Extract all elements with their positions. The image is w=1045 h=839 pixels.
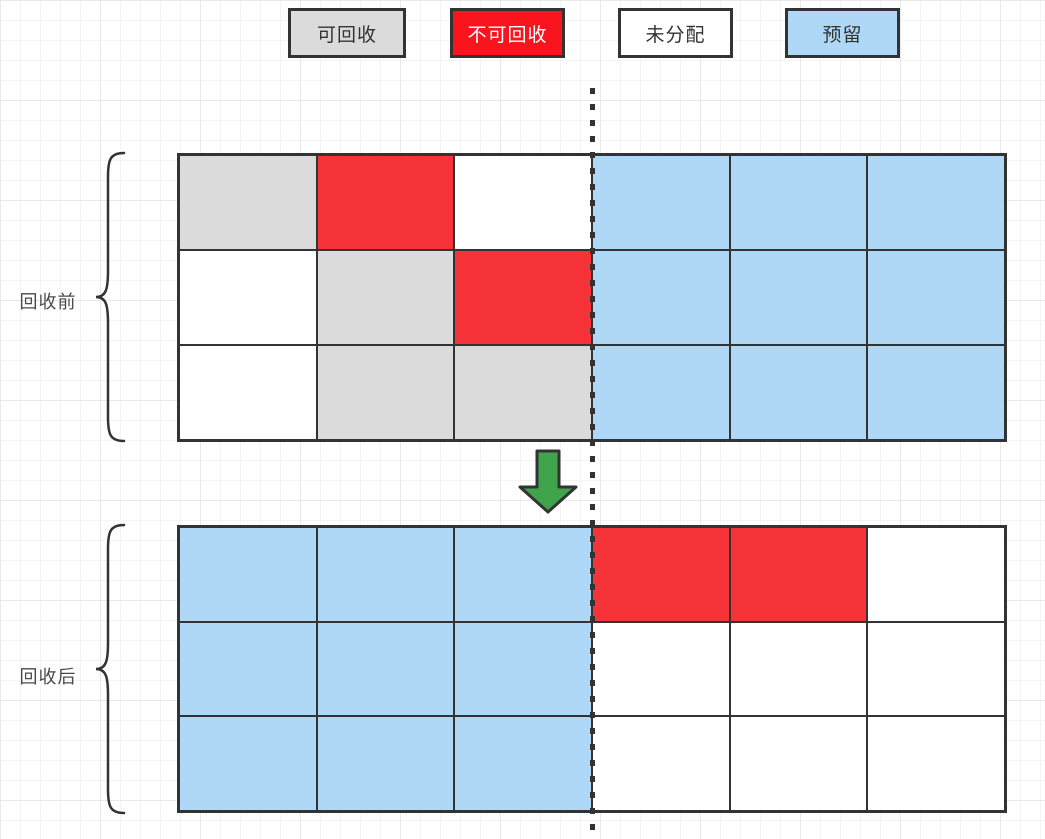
grid-cell-before-r1-c6-reserved [867, 155, 1005, 250]
grid-cell-before-r2-c6-reserved [867, 250, 1005, 345]
reserved-boundary-dashed-line [590, 88, 595, 832]
grid-cell-after-r3-c1-reserved [179, 716, 317, 811]
grid-cell-before-r1-c4-reserved [592, 155, 730, 250]
grid-cell-after-r1-c3-reserved [454, 527, 592, 622]
grid-cell-before-r2-c3-non_recyclable [454, 250, 592, 345]
down-arrow-shape [518, 449, 578, 514]
grid-cell-before-r2-c2-recyclable [316, 250, 455, 345]
grid-cell-before-r3-c5-reserved [729, 345, 868, 440]
grid-cell-after-r3-c5-unallocated [729, 716, 868, 811]
section-label-after: 回收后 [19, 667, 77, 687]
grid-cell-before-r1-c3-unallocated [454, 155, 592, 250]
legend-item-recyclable: 可回收 [288, 8, 406, 58]
grid-cell-after-r2-c3-reserved [454, 621, 592, 717]
legend-item-non-recyclable: 不可回收 [450, 8, 565, 58]
grid-cell-after-r2-c5-unallocated [729, 621, 868, 717]
grid-cell-after-r3-c4-unallocated [592, 716, 730, 811]
grid-cell-after-r2-c4-unallocated [592, 621, 730, 717]
grid-cell-before-r3-c6-reserved [867, 345, 1005, 440]
grid-cell-after-r1-c4-non_recyclable [592, 527, 730, 622]
left-brace-after [95, 523, 126, 815]
legend-item-reserved: 预留 [785, 8, 900, 58]
grid-cell-before-r2-c4-reserved [592, 250, 730, 345]
grid-cell-before-r2-c5-reserved [729, 250, 868, 345]
grid-cell-before-r1-c5-reserved [729, 155, 868, 250]
grid-cell-before-r3-c2-recyclable [316, 345, 455, 440]
grid-cell-after-r3-c6-unallocated [867, 716, 1005, 811]
grid-cell-after-r2-c6-unallocated [867, 621, 1005, 717]
grid-cell-after-r3-c3-reserved [454, 716, 592, 811]
grid-cell-after-r1-c6-unallocated [867, 527, 1005, 622]
grid-cell-before-r2-c1-unallocated [179, 250, 317, 345]
grid-cell-after-r3-c2-reserved [316, 716, 455, 811]
left-brace-before [95, 151, 126, 443]
grid-cell-after-r1-c1-reserved [179, 527, 317, 622]
grid-cell-after-r2-c1-reserved [179, 621, 317, 717]
legend-item-unallocated: 未分配 [618, 8, 733, 58]
grid-cell-before-r1-c2-non_recyclable [316, 155, 455, 250]
grid-cell-after-r1-c2-reserved [316, 527, 455, 622]
grid-cell-before-r1-c1-recyclable [179, 155, 317, 250]
grid-cell-before-r3-c1-unallocated [179, 345, 317, 440]
grid-cell-before-r3-c4-reserved [592, 345, 730, 440]
down-arrow-icon [518, 449, 578, 514]
section-label-before: 回收前 [19, 292, 77, 312]
grid-cell-after-r2-c2-reserved [316, 621, 455, 717]
grid-cell-before-r3-c3-recyclable [454, 345, 592, 440]
grid-cell-after-r1-c5-non_recyclable [729, 527, 868, 622]
